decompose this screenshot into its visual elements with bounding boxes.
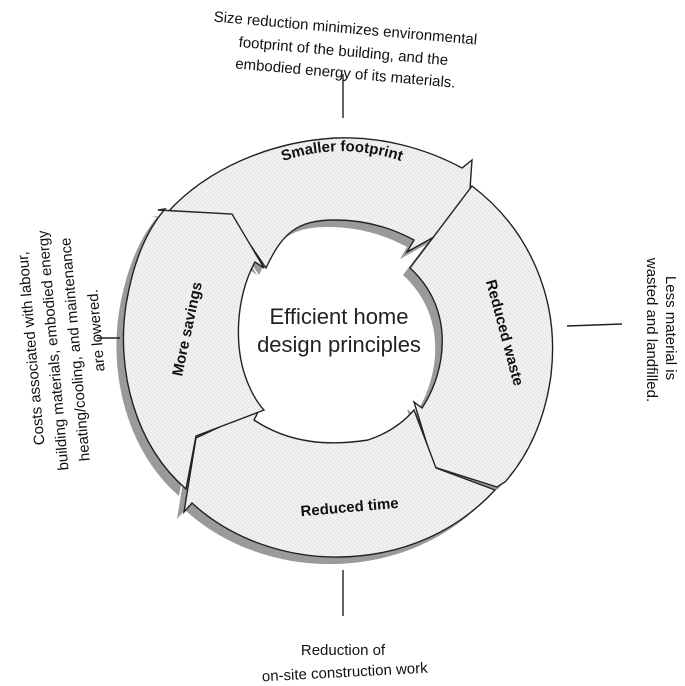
segment-right (409, 185, 554, 488)
cycle-segments (122, 137, 554, 558)
connector-right (566, 323, 623, 327)
note-top: Size reduction minimizes environmental f… (213, 9, 478, 92)
segment-bottom (182, 406, 497, 558)
note-left: Costs associated with labour, building m… (15, 229, 109, 471)
note-right-line-2: wasted and landfilled. (643, 257, 660, 402)
segment-left (122, 208, 266, 491)
note-bottom: Reduction of on-site construction work (261, 642, 428, 685)
center-title-line1: Efficient home (269, 304, 408, 329)
note-right: Less material is wasted and landfilled. (643, 257, 679, 402)
note-right-line-1: Less material is (662, 276, 679, 380)
note-bottom-line-2: on-site construction work (261, 660, 428, 686)
note-bottom-line-1: Reduction of (301, 642, 386, 659)
center-title-line2: design principles (257, 332, 421, 357)
note-left-line-4: are lowered. (84, 289, 108, 373)
